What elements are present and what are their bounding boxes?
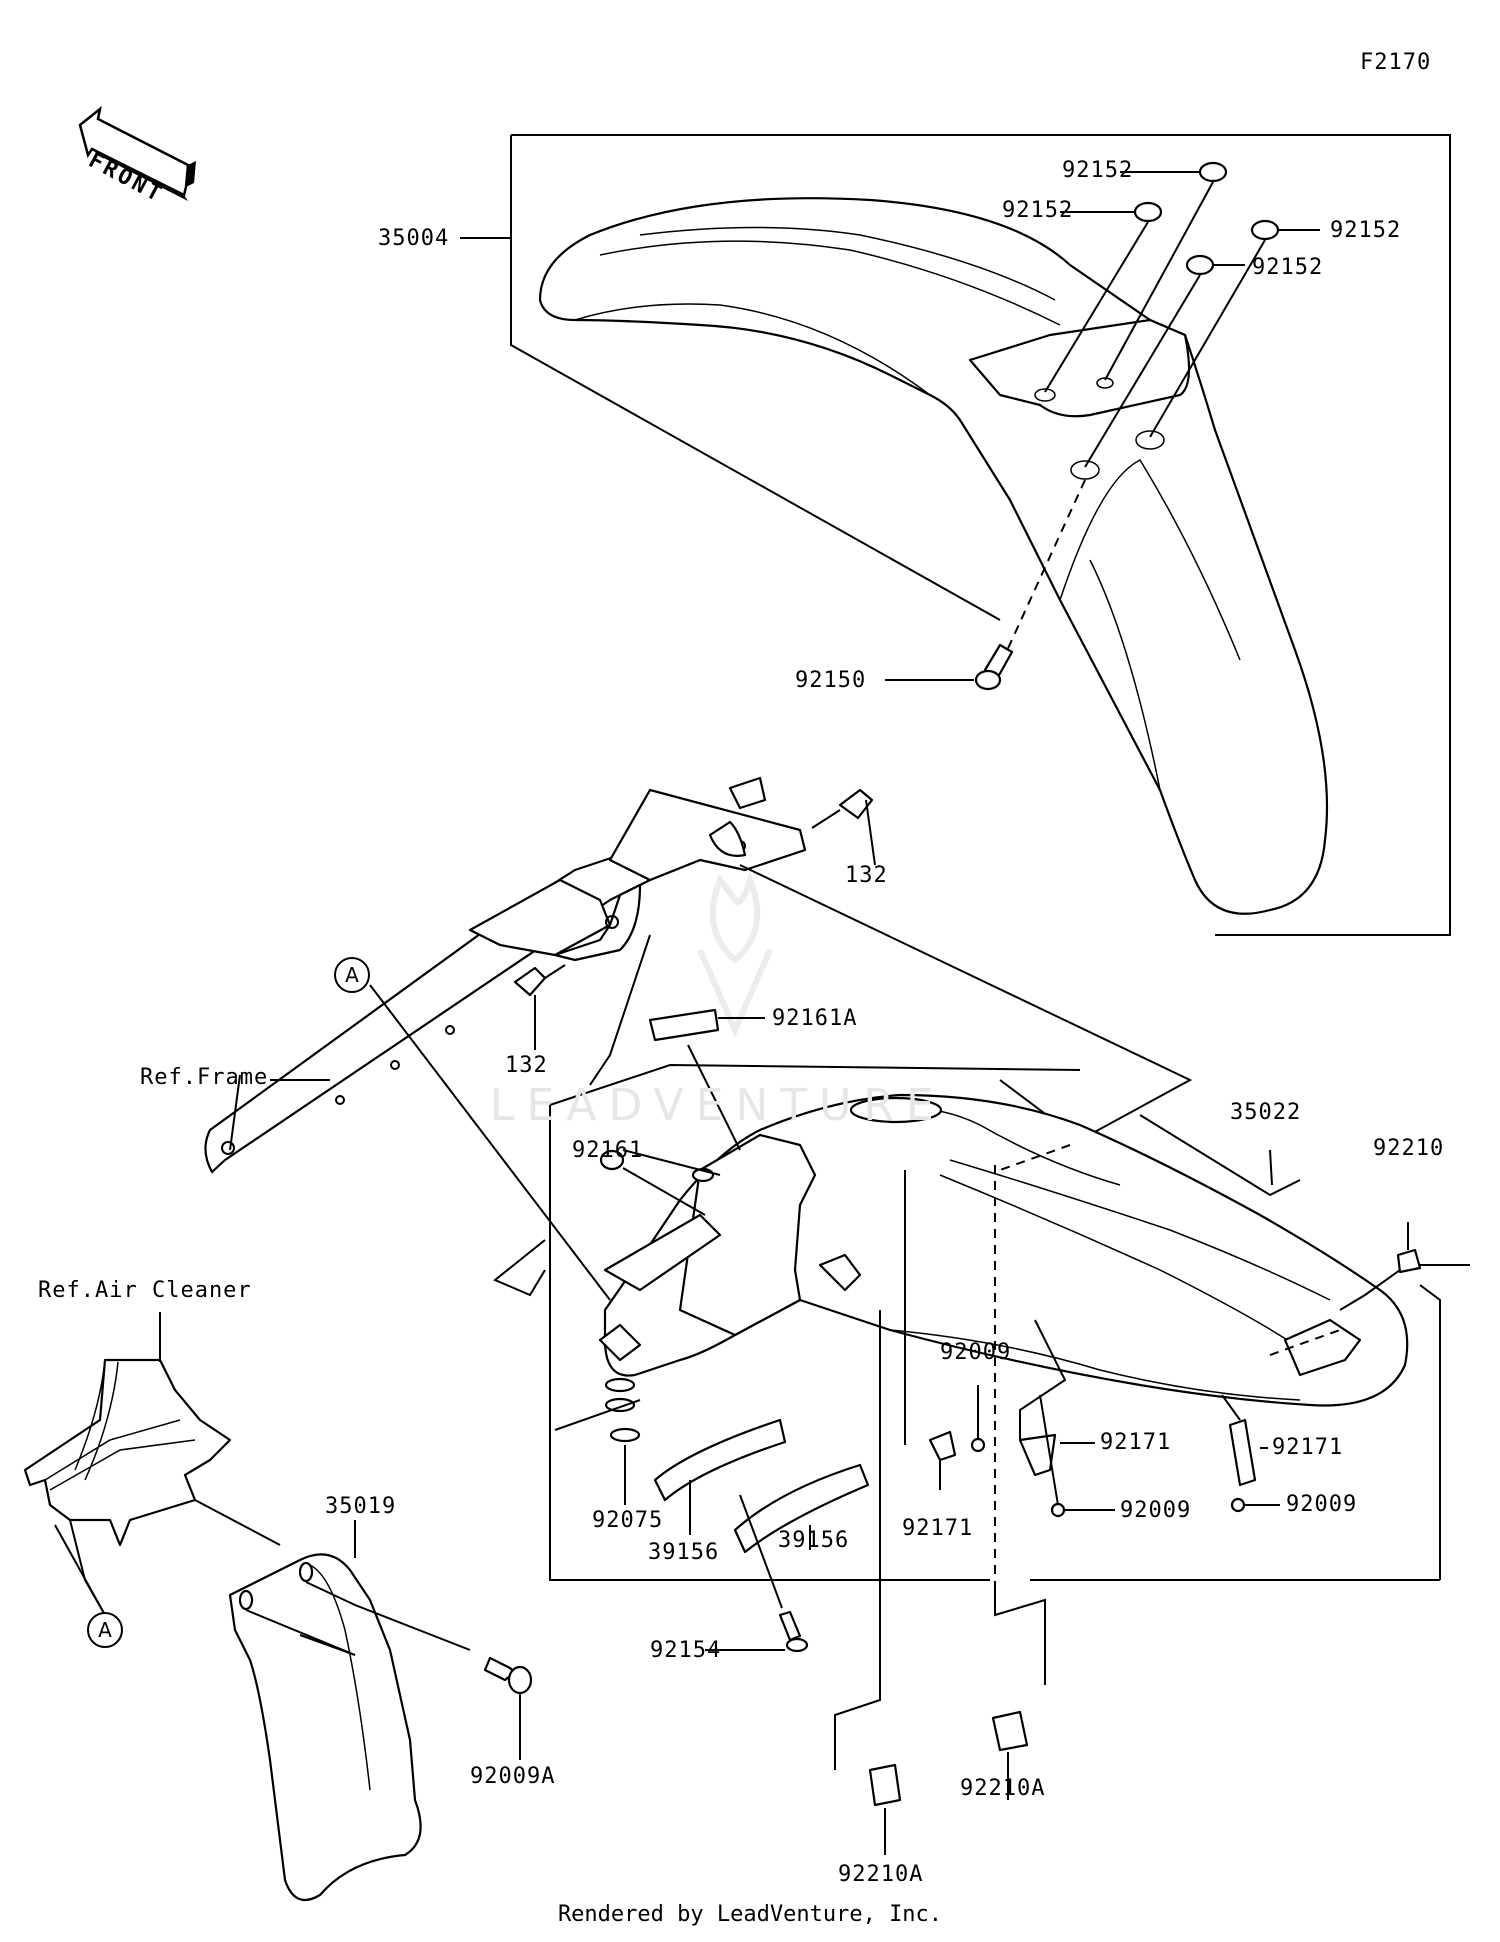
mud-flap-35019[interactable] [228,1553,422,1902]
watermark-text: LEADVENTURE [490,1080,946,1131]
label-92075[interactable]: 92075 [592,1508,664,1533]
label-39156-b[interactable]: 39156 [778,1528,850,1553]
label-92009-c[interactable]: 92009 [1286,1492,1358,1517]
callout-a-top: A [334,957,370,993]
label-132-b[interactable]: 132 [505,1053,548,1078]
diagram-code: F2170 [1360,50,1432,75]
label-35019[interactable]: 35019 [325,1494,397,1519]
label-35004[interactable]: 35004 [378,226,450,251]
label-39156-a[interactable]: 39156 [648,1540,720,1565]
label-92152-c[interactable]: 92152 [1330,218,1402,243]
label-92152-d[interactable]: 92152 [1252,255,1324,280]
label-92210A-b[interactable]: 92210A [960,1776,1046,1801]
watermark-emblem [697,871,773,1038]
label-92171-b[interactable]: 92171 [1272,1435,1344,1460]
front-arrow-icon [78,105,196,201]
label-92210[interactable]: 92210 [1373,1136,1445,1161]
footer-credit: Rendered by LeadVenture, Inc. [557,1902,943,1927]
label-92152-b[interactable]: 92152 [1002,198,1074,223]
ref-air-cleaner-part [23,1358,232,1547]
label-92150[interactable]: 92150 [795,668,867,693]
label-92009-b[interactable]: 92009 [1120,1498,1192,1523]
label-92009A[interactable]: 92009A [470,1764,556,1789]
label-ref-frame: Ref.Frame [140,1065,269,1090]
label-92009-a[interactable]: 92009 [940,1340,1012,1365]
frame-group [204,776,1193,1174]
callout-a-bottom: A [87,1612,123,1648]
label-92210A-a[interactable]: 92210A [838,1862,924,1887]
label-35022[interactable]: 35022 [1230,1100,1302,1125]
label-92154[interactable]: 92154 [650,1638,722,1663]
label-132-a[interactable]: 132 [845,863,888,888]
label-92171-c[interactable]: 92171 [902,1516,974,1541]
rear-fender-group [493,1008,1470,1855]
label-92161[interactable]: 92161 [572,1138,644,1163]
label-ref-air-cleaner: Ref.Air Cleaner [38,1278,252,1303]
label-92161A[interactable]: 92161A [772,1006,858,1031]
callout-a-leader [369,984,611,1301]
air-cleaner-group [23,1312,533,1902]
label-92171-a[interactable]: 92171 [1100,1430,1172,1455]
front-fender-group [460,134,1451,936]
label-92152-a[interactable]: 92152 [1062,158,1134,183]
